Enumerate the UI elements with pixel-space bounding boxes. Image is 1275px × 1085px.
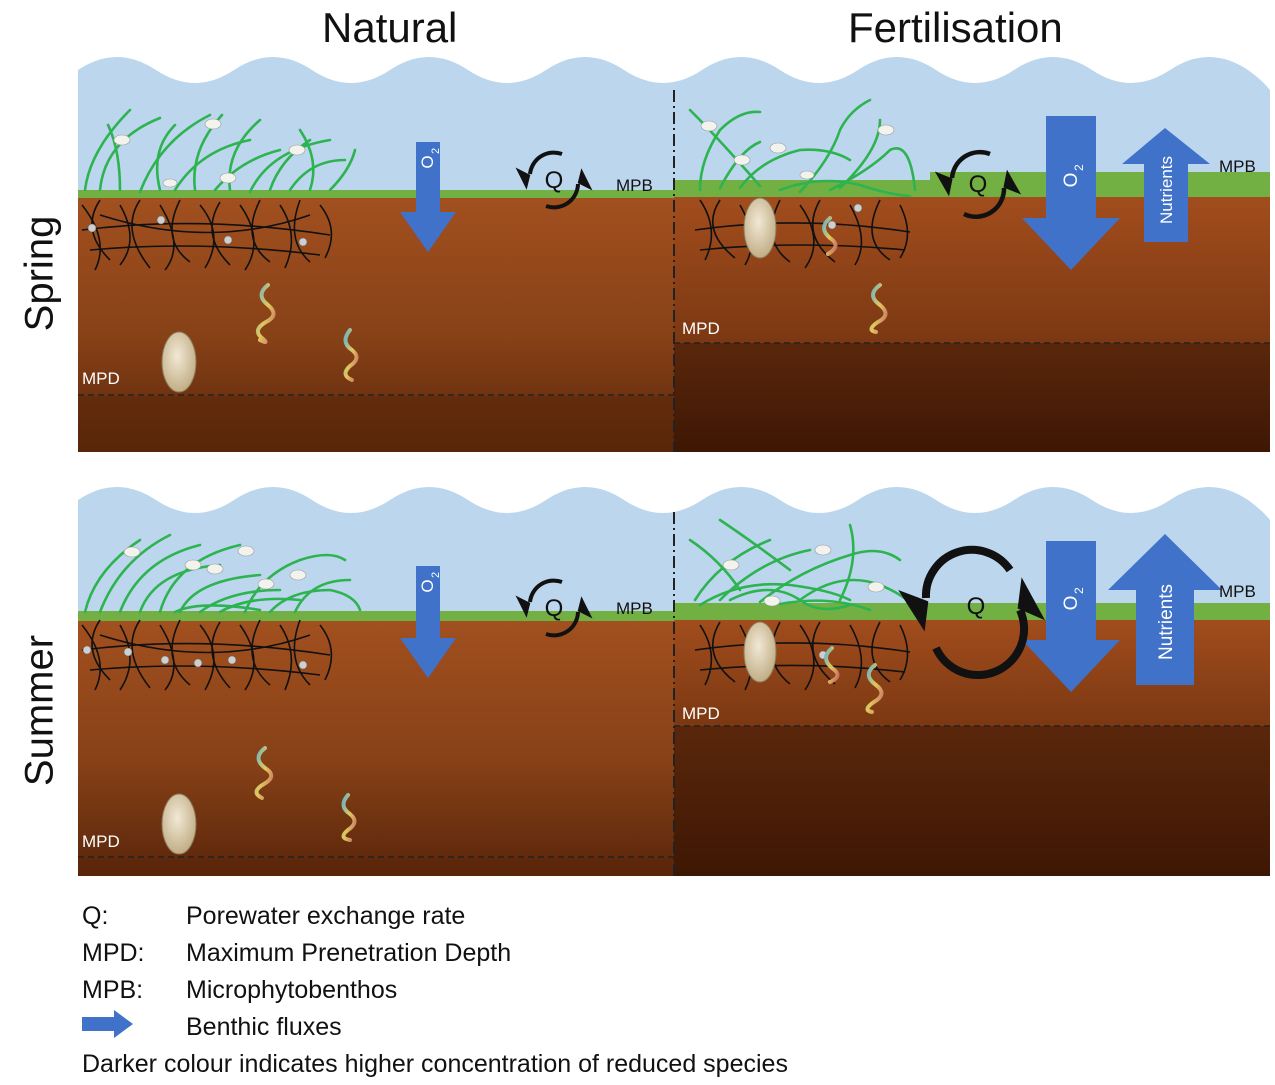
legend-mpd-term: MPD: [82,939,145,967]
sediment-pebbles [82,203,863,670]
q-label: Q [969,171,988,198]
q-label: Q [967,593,986,620]
legend-mpb-def: Microphytobenthos [186,976,398,1004]
o2-label: O [1061,173,1082,188]
o2-subscript: 2 [1072,587,1086,594]
mpb-label: MPB [616,599,653,618]
exchange-cycle-icon [515,150,593,210]
q-label: Q [545,167,564,194]
row-title-spring: Spring [17,215,62,332]
seagrass-natural-summer [83,533,362,614]
o2-label: O [418,155,437,168]
o2-label: O [418,579,437,592]
exchange-cycle-icon [898,545,1046,680]
mpd-label: MPD [82,832,120,851]
exchange-cycle-icon [515,578,593,638]
o2-subscript: 2 [1072,164,1086,171]
legend-note: Darker colour indicates higher concentra… [82,1050,788,1078]
roots-fert-summer [694,621,911,691]
o2-flux-arrow-fert-summer [1022,541,1120,692]
legend-arrow-def: Benthic fluxes [186,1013,342,1041]
exchange-cycle-icon [934,149,1022,219]
mpb-layer-natural-spring [78,190,674,198]
mpb-layer-fert-summer [674,603,1270,620]
row-title-summer: Summer [17,634,62,787]
column-title-natural: Natural [322,4,458,51]
legend-mpb-term: MPB: [82,976,144,1004]
mpb-label: MPB [1219,582,1256,601]
o2-subscript: 2 [430,148,442,154]
mpb-label: MPB [616,176,653,195]
roots-natural-summer [81,619,333,691]
o2-flux-arrow-natural-spring [400,142,456,252]
sediment-fert-summer-lower [674,726,1270,876]
spring-panel [78,57,1270,452]
mpd-label: MPD [682,319,720,338]
column-title-fertilisation: Fertilisation [848,4,1063,51]
sediment-fert-spring-lower [674,343,1270,452]
mpb-layer-natural-summer [78,611,674,621]
nutrient-flux-arrow-fert-summer [1108,534,1222,685]
nutrients-label: Nutrients [1156,584,1177,660]
o2-label: O [1061,596,1082,611]
mpb-label: MPB [1219,157,1256,176]
o2-flux-arrow-fert-spring [1022,116,1120,270]
roots-natural-spring [81,199,333,271]
nutrient-flux-arrow-fert-spring [1122,128,1210,242]
mpd-label: MPD [82,369,120,388]
o2-flux-arrow-natural-summer [400,566,456,678]
legend-q-def: Porewater exchange rate [186,902,466,930]
microalgae-particles [113,118,895,607]
seagrass-natural-spring [83,108,357,194]
bivalve-icons [161,197,777,855]
nutrients-label: Nutrients [1157,156,1176,224]
worm-icons [254,216,888,842]
legend-flux-arrow-icon [82,1010,133,1038]
q-label: Q [545,595,564,622]
o2-subscript: 2 [430,572,442,578]
seagrass-fert-spring [688,98,917,198]
legend-mpd-def: Maximum Prenetration Depth [186,939,512,967]
mpd-label: MPD [682,704,720,723]
roots-fert-spring [694,199,911,269]
seagrass-fert-summer [688,518,922,614]
legend-q-term: Q: [82,902,109,930]
water-summer [78,487,1270,620]
